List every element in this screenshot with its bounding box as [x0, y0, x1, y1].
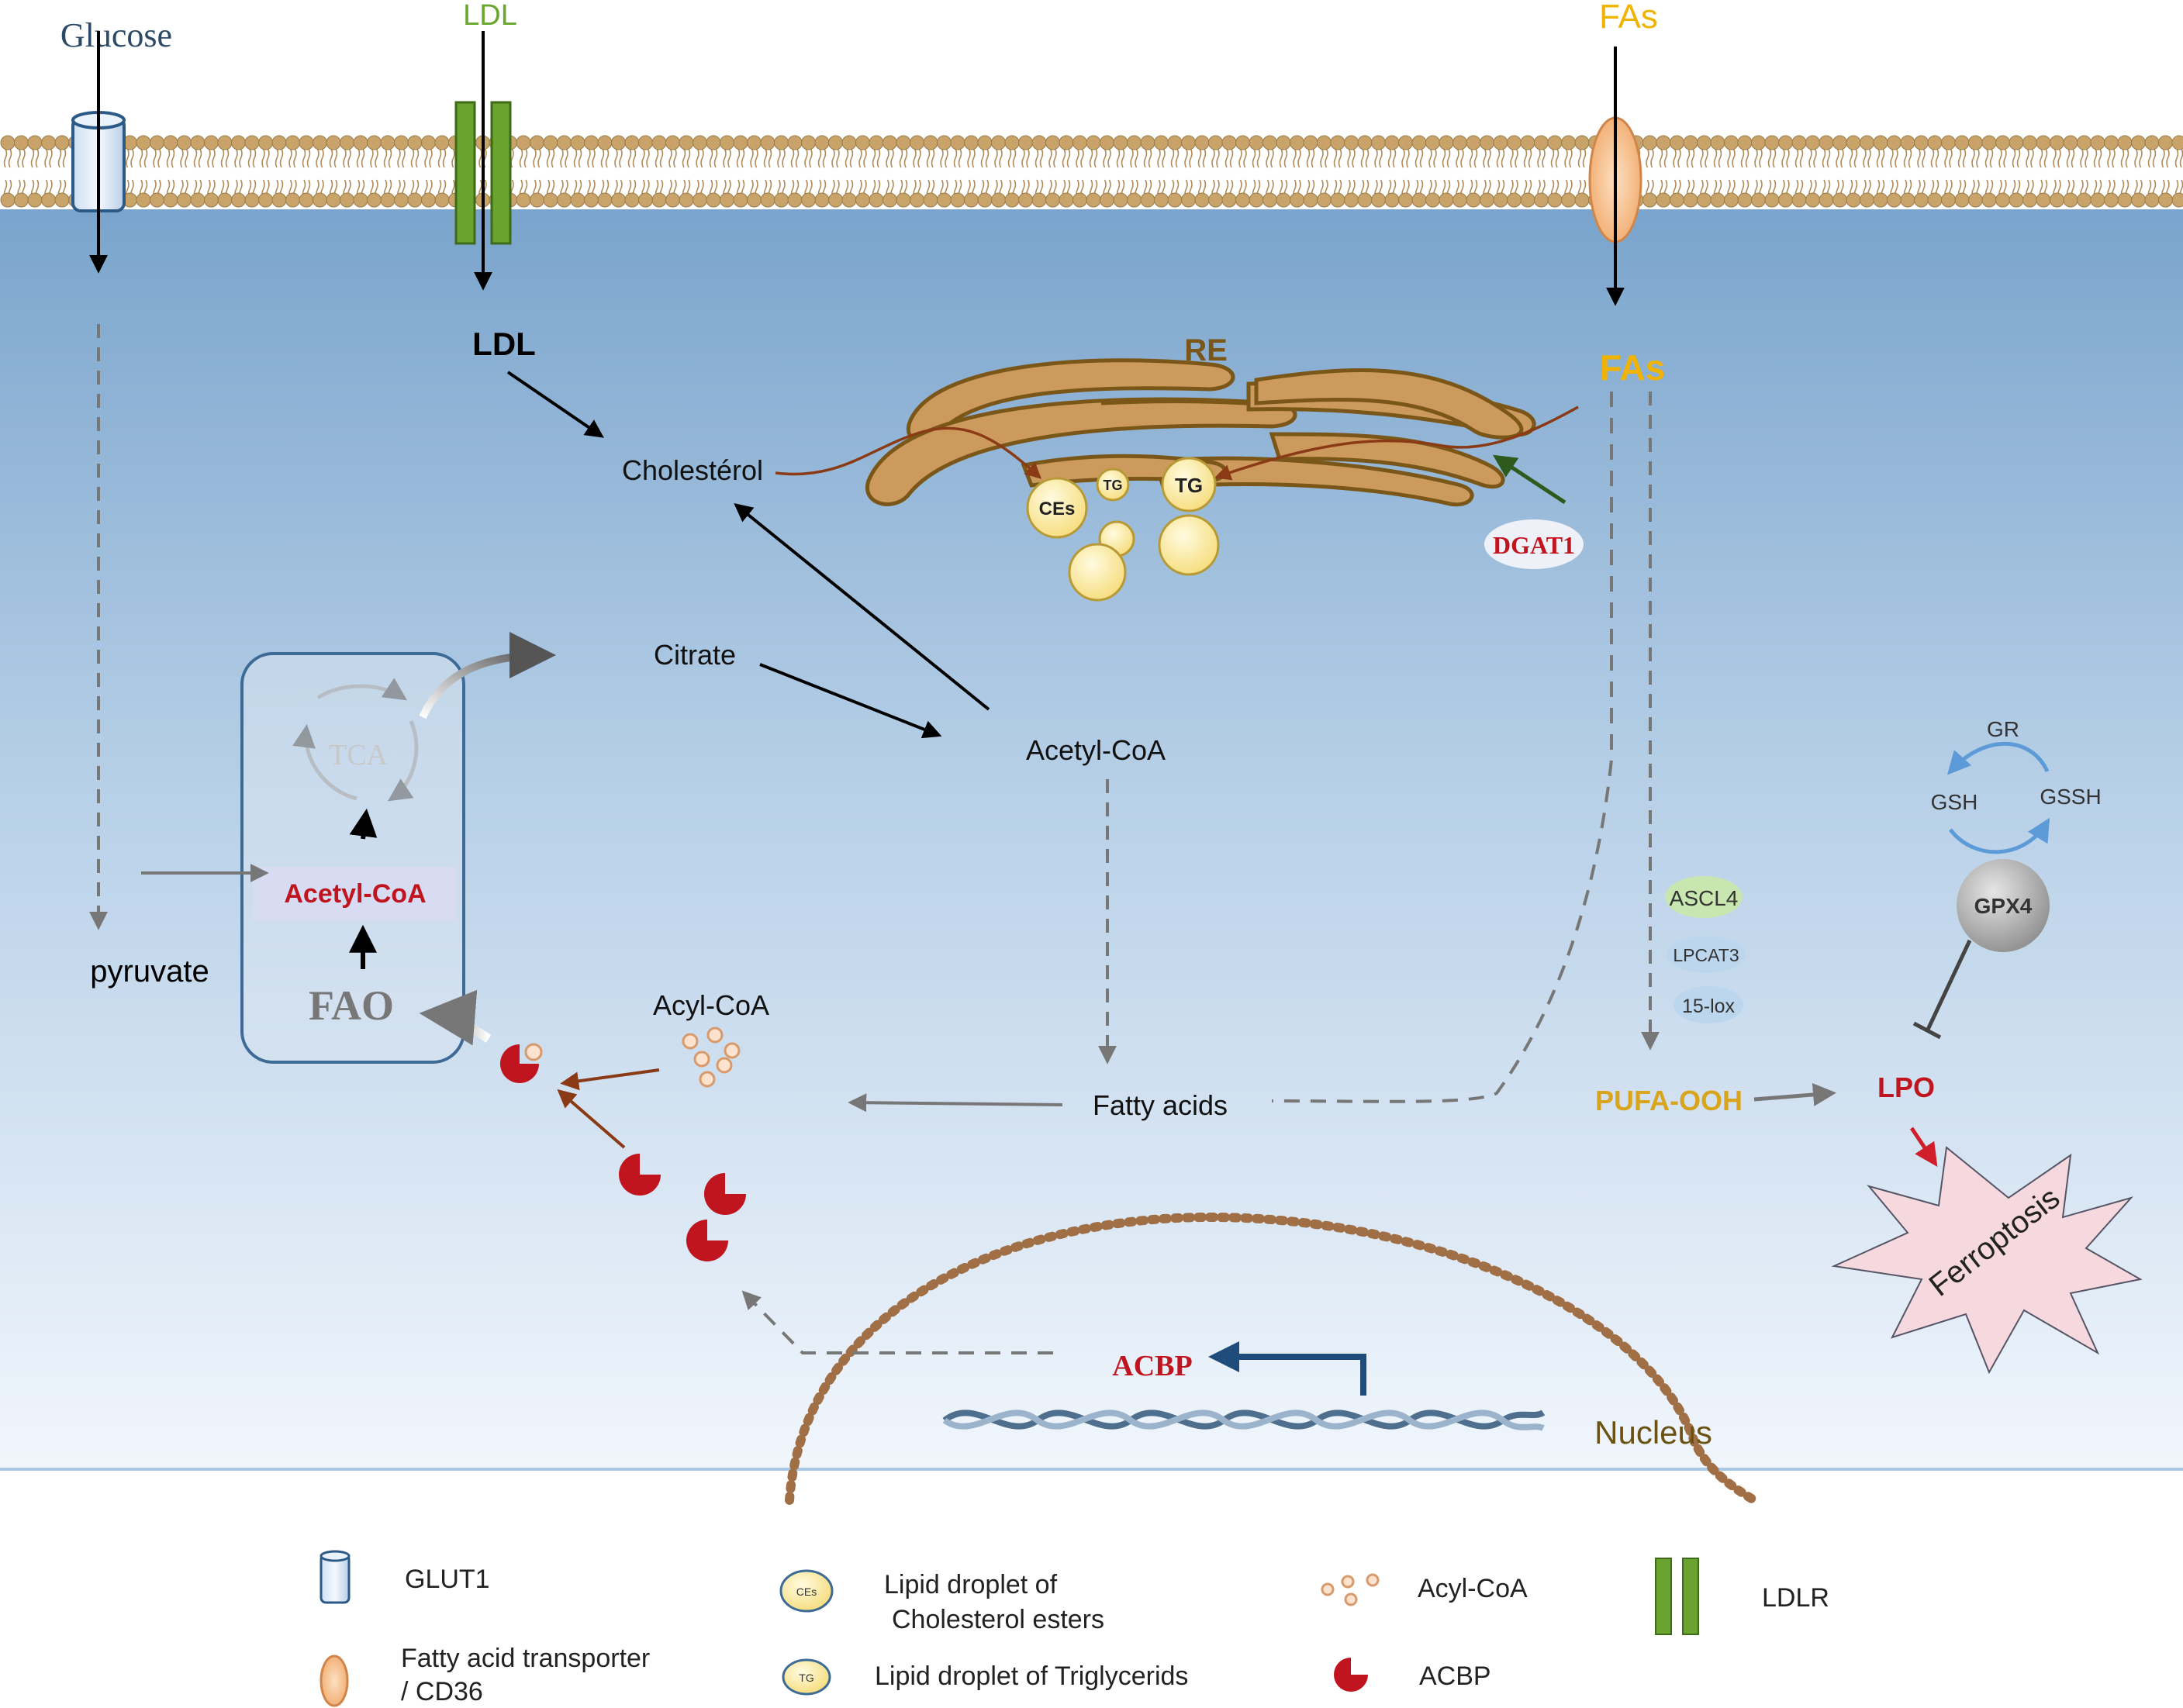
- fas-label: FAs: [1600, 347, 1665, 388]
- fattyacids-to-acylcoa-arrow: [848, 1093, 1063, 1113]
- acbp-gene-promoter-arrow: [1208, 1341, 1366, 1396]
- acyl-coa-dots-icon: [682, 1027, 741, 1088]
- tg-droplet-large: [1161, 457, 1217, 512]
- legend-acyl-coa-icon: [1321, 1573, 1380, 1606]
- legend-cd36-icon: [320, 1655, 349, 1707]
- acbp-icon: [686, 1220, 728, 1261]
- acbp-bound-acyl-coa: [524, 1043, 543, 1061]
- fao-label: FAO: [309, 982, 394, 1029]
- nucleus-envelope: [785, 1212, 1759, 1505]
- legend-glut1-label: GLUT1: [405, 1565, 490, 1594]
- acbp-expression-arrow: [741, 1290, 1053, 1354]
- acylcoa-to-acbp-arrow: [560, 1068, 660, 1091]
- tg-small-label: TG: [1104, 478, 1123, 493]
- legend: GLUT1 Fatty acid transporter / CD36 CEs …: [320, 1550, 1829, 1707]
- gpx4-inhibition-bar: [1912, 1021, 1942, 1040]
- legend-cd36-line2: / CD36: [401, 1677, 483, 1706]
- gpx4-enzyme: [1957, 859, 2050, 952]
- gpx4-label: GPX4: [1974, 894, 2033, 918]
- acetylcoa-to-cholesterol-arrow: [734, 502, 990, 711]
- tg-large-label: TG: [1175, 474, 1203, 497]
- ascl4-label: ASCL4: [1670, 886, 1739, 910]
- pyruvate-label: pyruvate: [90, 954, 209, 989]
- glucose-label: Glucose: [60, 16, 172, 54]
- legend-tg-icon: [782, 1658, 831, 1696]
- ces-label: CEs: [1039, 499, 1076, 519]
- legend-tg-icon-text: TG: [799, 1672, 813, 1684]
- legend-ces-line1: Lipid droplet of: [884, 1570, 1058, 1599]
- ldl-label: LDL: [472, 326, 536, 362]
- acbp-proteins: [500, 1043, 746, 1261]
- tg-droplet-small: [1096, 468, 1130, 502]
- dgat1-enzyme: [1484, 519, 1584, 569]
- legend-ldlr-label: LDLR: [1762, 1583, 1829, 1613]
- fatty-acids-label: Fatty acids: [1093, 1089, 1228, 1121]
- acbp-to-fao-arrow: [419, 989, 492, 1046]
- acyl-coa-label: Acyl-CoA: [653, 989, 769, 1021]
- fas-top-label: FAs: [1599, 0, 1658, 36]
- ldl-to-cholesterol-arrow: [506, 371, 604, 438]
- fas-to-tg-arrow: [1214, 405, 1579, 481]
- acbp-icon: [500, 1044, 539, 1083]
- pufa-to-lpo-arrow: [1753, 1082, 1836, 1106]
- legend-cd36-line1: Fatty acid transporter: [401, 1644, 650, 1673]
- 15-lox-label: 15-lox: [1682, 995, 1736, 1017]
- legend-ces-icon-text: CEs: [796, 1586, 817, 1598]
- gsh-oxidation-arrow: [1949, 817, 2050, 854]
- gssh-label: GSSH: [2040, 785, 2101, 809]
- gr-label: GR: [1987, 717, 2019, 741]
- gsh-label: GSH: [1931, 790, 1978, 814]
- mitochondrion: [240, 652, 465, 1064]
- ldlr-receptor-icon: [454, 101, 512, 245]
- acbp-gene-label: ACBP: [1112, 1350, 1192, 1382]
- dna-double-helix-icon: [942, 1410, 1546, 1431]
- plasma-membrane: [0, 135, 2183, 208]
- lpcat3-label: LPCAT3: [1673, 945, 1739, 965]
- legend-acbp-label: ACBP: [1419, 1661, 1491, 1691]
- nucleus-label: Nucleus: [1594, 1414, 1712, 1451]
- re-label: RE: [1184, 333, 1228, 367]
- ascl4-enzyme: [1665, 876, 1743, 918]
- dgat1-activation-arrow: [1492, 454, 1566, 505]
- ferroptosis-burst: [1831, 1146, 2143, 1375]
- lpo-to-ferroptosis-arrow: [1909, 1127, 1938, 1167]
- lipid-droplet: [1068, 543, 1127, 602]
- pufa-ooh-label: PUFA-OOH: [1595, 1085, 1743, 1116]
- acbp-icon: [619, 1154, 661, 1196]
- tca-label: TCA: [329, 739, 389, 771]
- gpx4-inhibition-line: [1925, 939, 1972, 1033]
- lpcat3-enzyme: [1667, 936, 1745, 973]
- lipid-droplet: [1158, 514, 1220, 576]
- legend-tg-label: Lipid droplet of Triglycerids: [875, 1661, 1188, 1691]
- legend-acbp-icon: [1334, 1658, 1368, 1692]
- lipid-droplets: [1026, 457, 1220, 602]
- dgat1-label: DGAT1: [1493, 531, 1575, 559]
- citrate-label: Citrate: [654, 639, 736, 671]
- ces-droplet: [1026, 477, 1088, 539]
- tca-to-citrate-arrow: [419, 632, 556, 719]
- legend-ldlr-icon: [1655, 1558, 1699, 1635]
- acetyl-coa-mito-label: Acetyl-CoA: [284, 879, 426, 909]
- gr-recycling-arrow: [1946, 741, 2050, 775]
- citrate-to-acetylcoa-arrow: [759, 663, 942, 739]
- acetyl-coa-mito-highlight: [253, 867, 456, 921]
- acbp-icon: [704, 1173, 746, 1215]
- cholesterol-label: Cholestérol: [622, 454, 763, 486]
- legend-acyl-coa-label: Acyl-CoA: [1418, 1574, 1528, 1603]
- acetylcoa-to-tca-arrow: [349, 808, 378, 840]
- acbp-binding-arrow: [557, 1089, 626, 1149]
- lpo-label: LPO: [1877, 1071, 1935, 1103]
- legend-ces-line2: Cholesterol esters: [892, 1605, 1104, 1634]
- acetyl-coa-center-label: Acetyl-CoA: [1026, 734, 1166, 766]
- cholesterol-to-ces-arrow: [775, 426, 1042, 479]
- tca-cycle-icon: [292, 678, 419, 802]
- ldl-top-label: LDL: [463, 0, 517, 32]
- legend-ces-icon: [779, 1569, 834, 1613]
- legend-glut1-icon: [320, 1550, 351, 1604]
- 15-lox-enzyme: [1674, 986, 1743, 1023]
